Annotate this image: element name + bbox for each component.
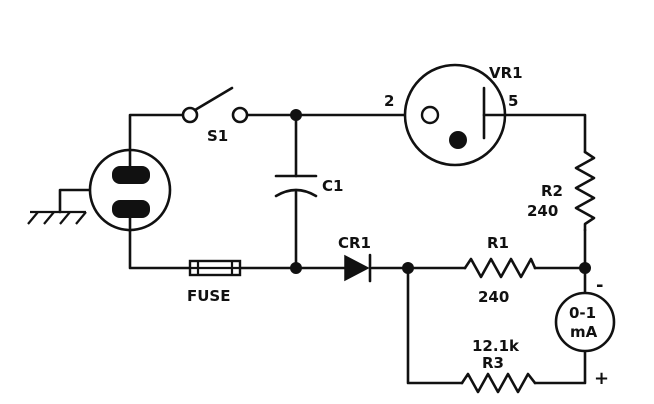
fuse-label: FUSE xyxy=(187,287,230,305)
regulator-label: VR1 xyxy=(489,64,523,82)
meter-unit-label: mA xyxy=(570,323,598,341)
resistor-r2 xyxy=(574,150,596,232)
meter-range-label: 0-1 xyxy=(569,304,596,322)
meter-minus-label: - xyxy=(596,275,603,296)
r3-name-label: R3 xyxy=(482,354,504,372)
ground-icon xyxy=(27,188,94,225)
r3-value-label: 12.1k xyxy=(472,337,520,355)
resistor-r1 xyxy=(463,257,537,279)
r2-value-label: 240 xyxy=(527,202,558,220)
regulator-vr1 xyxy=(403,63,507,167)
diode-label: CR1 xyxy=(338,234,371,252)
fuse xyxy=(188,259,242,277)
regulator-pin-out-label: 5 xyxy=(508,92,518,110)
diode-cr1 xyxy=(344,253,372,283)
switch-label: S1 xyxy=(207,127,228,145)
capacitor-label: C1 xyxy=(322,177,343,195)
junctions xyxy=(290,109,591,274)
r1-name-label: R1 xyxy=(487,234,509,252)
r1-value-label: 240 xyxy=(478,288,509,306)
capacitor-c1 xyxy=(274,174,318,198)
resistor-r3 xyxy=(460,372,537,394)
switch-s1 xyxy=(181,86,249,124)
meter-plus-label: + xyxy=(594,368,609,389)
power-plug-icon xyxy=(88,148,172,233)
r2-name-label: R2 xyxy=(541,182,563,200)
regulator-pin-in-label: 2 xyxy=(384,92,394,110)
milliammeter xyxy=(554,291,616,353)
